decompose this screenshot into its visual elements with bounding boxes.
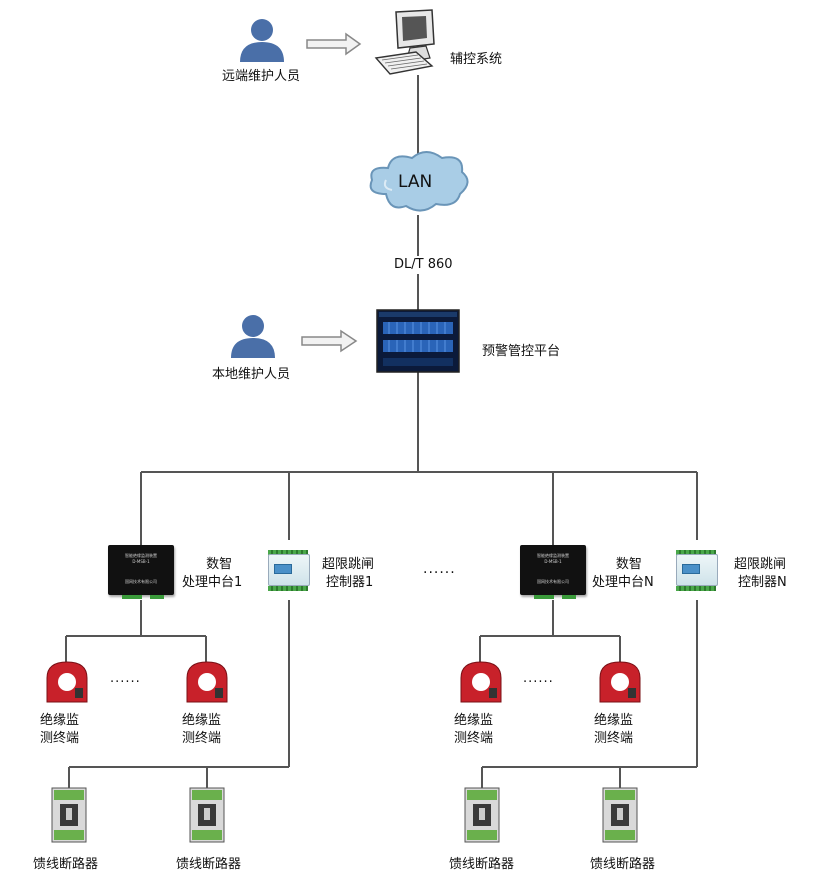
sensor-nb-label-line1: 绝缘监 [594,713,634,728]
controller-n-label: 超限跳闸 控制器N [734,556,787,592]
breaker-1a-label: 馈线断路器 [33,857,99,872]
computer-icon [374,9,435,75]
sensor-1b-label-line2: 测终端 [182,731,222,746]
sensor-ellipsis-n: ······ [523,675,554,690]
trip-controller-n-icon [670,548,724,594]
controller-1-label-line1: 超限跳闸 [322,557,375,572]
insulation-sensor-icon [46,661,88,703]
feeder-breaker-icon [189,787,225,843]
device-maker: 国网技术有限公司 [537,579,569,584]
local-staff-label: 本地维护人员 [212,367,291,382]
remote-staff-label: 远端维护人员 [222,69,301,84]
device-maker: 国网技术有限公司 [125,579,157,584]
sensor-nb-label: 绝缘监 测终端 [594,712,633,748]
platform-label: 预警管控平台 [482,344,561,359]
sensor-na-label-line2: 测终端 [454,731,494,746]
processor-n-device: 智能绝缘监测装置 D-MSB-1 国网技术有限公司 [520,545,586,599]
breaker-na-label: 馈线断路器 [449,857,515,872]
lan-cloud-icon [369,151,469,212]
device-model: D-MSB-1 [544,559,562,564]
sensor-1a-label-line1: 绝缘监 [40,713,80,728]
protocol-label: DL/T 860 [392,256,455,274]
sensor-1a-label: 绝缘监 测终端 [40,712,79,748]
platform-screen-icon [376,309,460,373]
processor-n-label-line1: 数智 [615,557,642,572]
feeder-breaker-icon [51,787,87,843]
sensor-na-label: 绝缘监 测终端 [454,712,493,748]
sensor-nb-label-line2: 测终端 [594,731,634,746]
insulation-sensor-icon [186,661,228,703]
arrow-right-icon [301,329,358,353]
device-caption: 智能绝缘监测装置 [125,553,157,558]
more-groups-ellipsis: ······ [423,565,456,581]
sensor-1b-label: 绝缘监 测终端 [182,712,221,748]
remote-staff-icon [240,19,284,62]
device-caption: 智能绝缘监测装置 [537,553,569,558]
processor-1-label-line1: 数智 [206,557,233,572]
aux-system-label: 辅控系统 [450,52,503,67]
sensor-1a-label-line2: 测终端 [40,731,80,746]
processor-n-label: 数智 处理中台N [592,556,654,592]
trip-controller-1-icon [262,548,316,594]
controller-1-label-line2: 控制器1 [326,575,374,590]
processor-1-label-line2: 处理中台1 [182,575,243,590]
arrow-right-icon [306,32,362,56]
insulation-sensor-icon [599,661,641,703]
feeder-breaker-icon [464,787,500,843]
insulation-sensor-icon [460,661,502,703]
controller-1-label: 超限跳闸 控制器1 [322,556,374,592]
sensor-na-label-line1: 绝缘监 [454,713,494,728]
sensor-1b-label-line1: 绝缘监 [182,713,222,728]
local-staff-icon [231,315,275,358]
device-model: D-MSB-1 [132,559,150,564]
feeder-breaker-icon [602,787,638,843]
breaker-nb-label: 馈线断路器 [590,857,656,872]
lan-label: LAN [398,172,433,192]
breaker-1b-label: 馈线断路器 [176,857,242,872]
controller-n-label-line2: 控制器N [738,575,787,590]
processor-1-label: 数智 处理中台1 [182,556,242,592]
processor-n-label-line2: 处理中台N [592,575,654,590]
sensor-ellipsis-1: ······ [110,675,141,690]
processor-1-device: 智能绝缘监测装置 D-MSB-1 国网技术有限公司 [108,545,174,599]
controller-n-label-line1: 超限跳闸 [734,557,787,572]
